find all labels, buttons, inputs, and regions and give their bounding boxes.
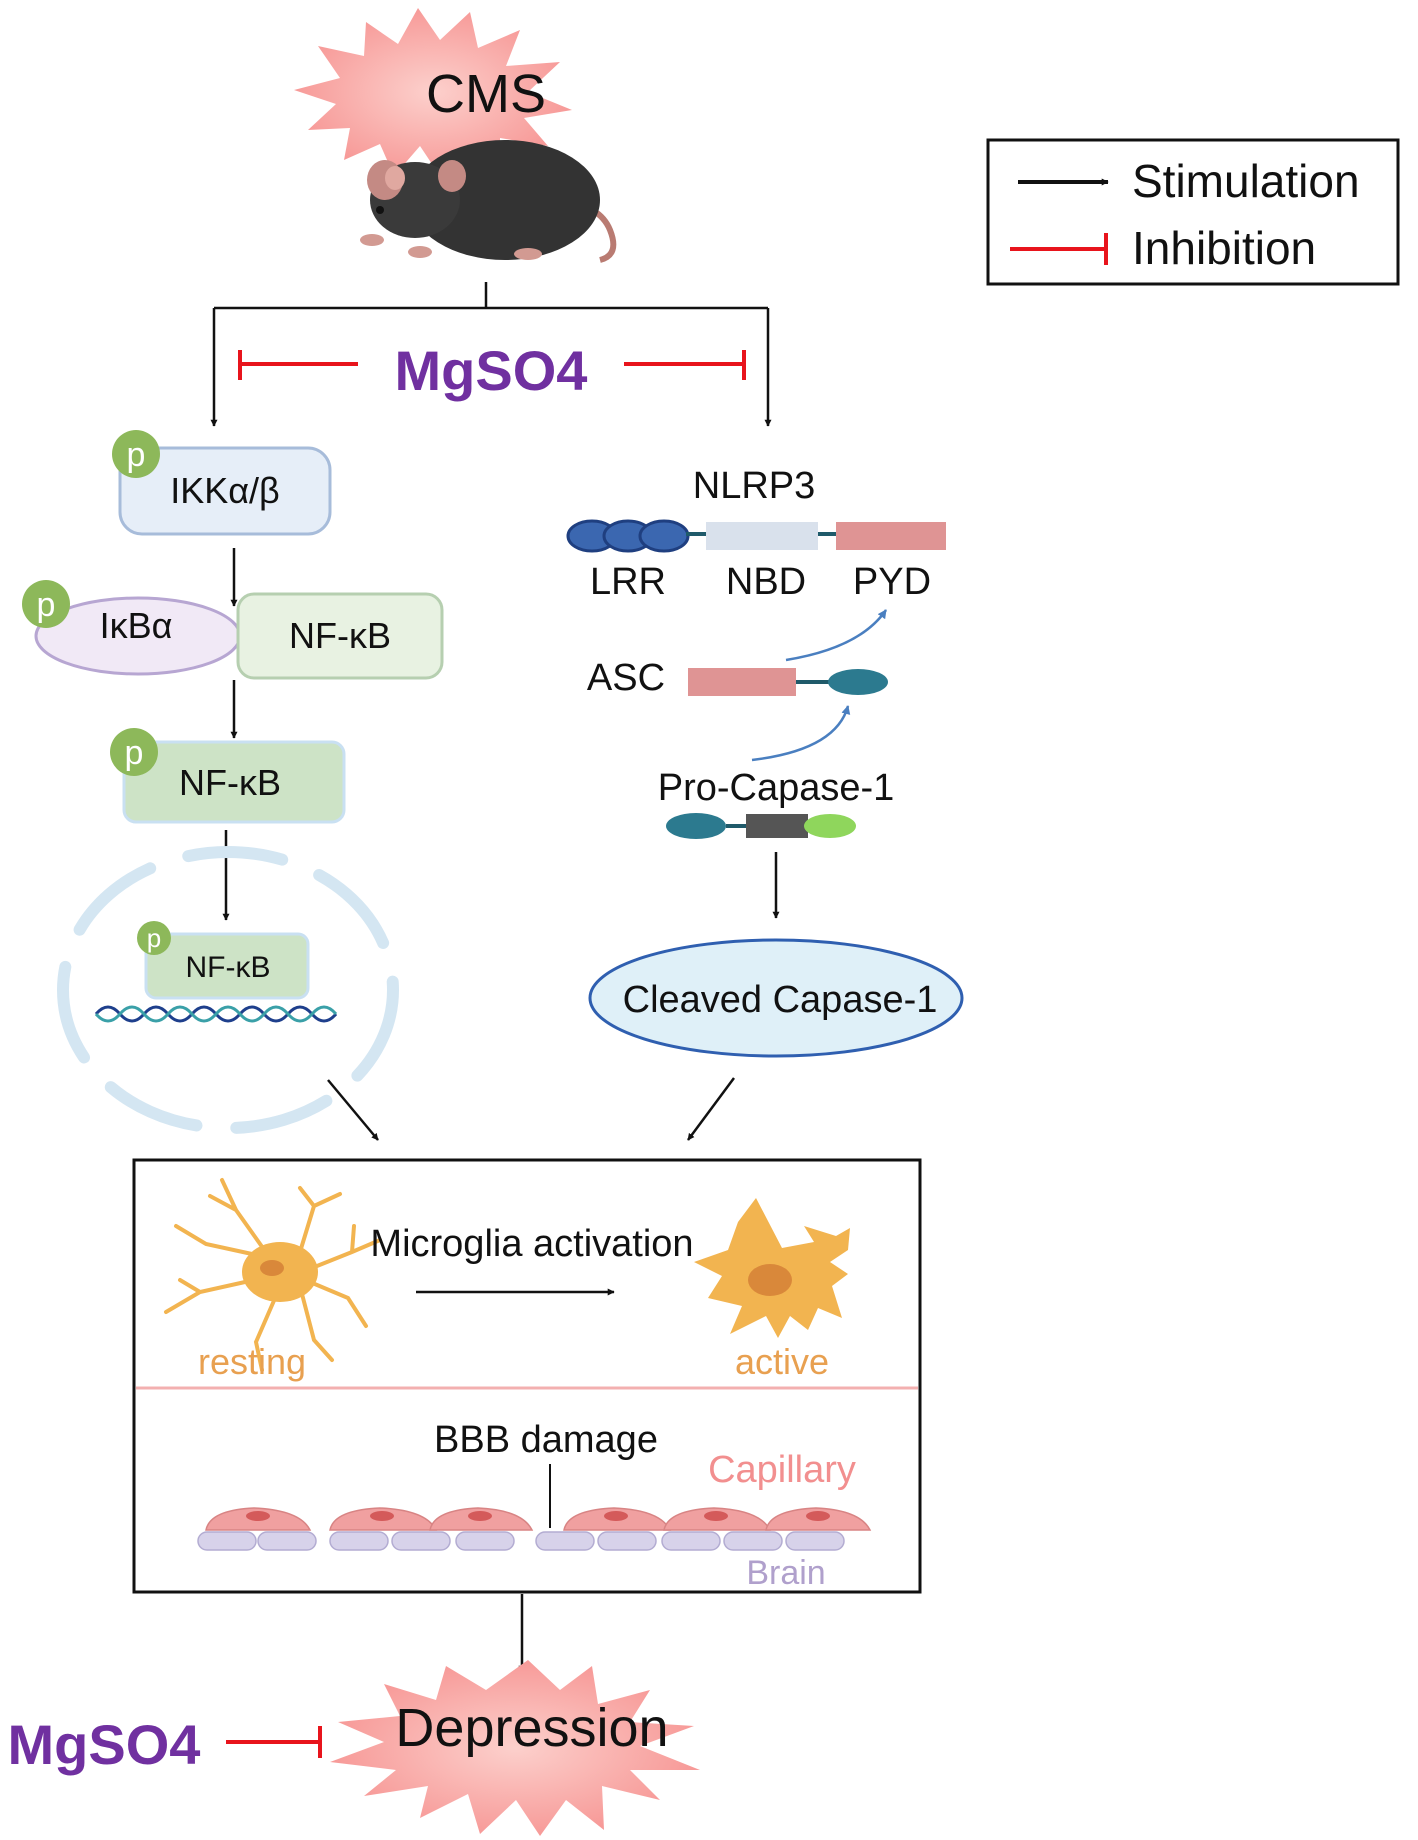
depression-burst-shape bbox=[330, 1660, 700, 1836]
mgso4-bottom-label: MgSO4 bbox=[8, 1713, 201, 1776]
asc-label: ASC bbox=[587, 657, 665, 699]
nlrp3-protein bbox=[566, 519, 946, 553]
legend-box bbox=[986, 138, 1400, 286]
legend-stimulation-label: Stimulation bbox=[1132, 155, 1360, 207]
cms-burst-shape bbox=[294, 8, 572, 176]
nfkb-phospho-box bbox=[122, 740, 346, 824]
nucleus-membrane bbox=[57, 846, 399, 1134]
nfkb-nuclear-badge bbox=[137, 921, 171, 955]
ikk-phospho-badge bbox=[112, 430, 160, 478]
cms-burst: CMS bbox=[294, 8, 572, 176]
nfkb-complex-label: NF-κB bbox=[289, 615, 391, 656]
capillary-label: Capillary bbox=[708, 1449, 856, 1491]
depression-label: Depression bbox=[395, 1698, 668, 1758]
mouse-icon bbox=[360, 140, 617, 263]
depression-burst: Depression bbox=[330, 1660, 700, 1836]
nfkb-phospho-badge bbox=[110, 728, 158, 776]
microglia-activation-label: Microglia activation bbox=[370, 1223, 693, 1265]
asc-to-pyd-arrow bbox=[785, 609, 888, 662]
pyd-label: PYD bbox=[853, 561, 931, 603]
bottom-drug: MgSO4 bbox=[8, 1713, 322, 1776]
outcome-box: Microglia activation resting active BBB … bbox=[132, 1158, 922, 1594]
ikba-label: IκBα bbox=[100, 605, 173, 646]
pro-caspase-protein bbox=[666, 813, 856, 839]
ikba-phospho-label: p bbox=[37, 586, 56, 624]
cleaved-caspase-oval bbox=[588, 938, 964, 1058]
left-pathway: p IKKα/β p IκBα NF-κB p NF-κB p NF-κB bbox=[22, 430, 444, 1134]
active-label: active bbox=[735, 1341, 829, 1382]
mgso4-top-label: MgSO4 bbox=[395, 339, 588, 402]
brain-cells bbox=[197, 1531, 845, 1551]
pro-caspase-label: Pro-Capase-1 bbox=[658, 767, 895, 809]
resting-microglia-icon bbox=[164, 1178, 382, 1372]
nfkb-nuclear-badge-label: p bbox=[147, 923, 161, 953]
nbd-label: NBD bbox=[726, 561, 806, 603]
cms-label: CMS bbox=[426, 64, 546, 124]
bbb-damage-label: BBB damage bbox=[434, 1419, 658, 1461]
active-microglia-nucleus bbox=[748, 1264, 792, 1296]
ikk-phospho-label: p bbox=[127, 436, 146, 474]
procaspase-to-asc-arrow bbox=[751, 705, 851, 762]
branch-arrows bbox=[210, 282, 772, 427]
ikba-phospho-badge bbox=[22, 580, 70, 628]
legend: Stimulation Inhibition bbox=[986, 138, 1400, 286]
nfkb-complex-box bbox=[236, 592, 444, 680]
nfkb-phospho-label: NF-κB bbox=[179, 762, 281, 803]
nlrp3-label: NLRP3 bbox=[693, 465, 816, 507]
arrow-left-to-outcome bbox=[327, 1079, 379, 1141]
asc-protein bbox=[688, 668, 888, 696]
arrow-right-to-outcome bbox=[686, 1077, 736, 1141]
nfkb-nuclear-label: NF-κB bbox=[186, 951, 271, 984]
nfkb-phospho-badge-label: p bbox=[125, 734, 144, 772]
dna-icon bbox=[94, 1005, 338, 1023]
ikk-label: IKKα/β bbox=[170, 470, 280, 511]
ikk-box bbox=[118, 446, 332, 536]
cleaved-caspase-label: Cleaved Capase-1 bbox=[623, 979, 938, 1021]
nfkb-nuclear-box bbox=[144, 932, 310, 1000]
lrr-label: LRR bbox=[590, 561, 666, 603]
legend-inhibition-label: Inhibition bbox=[1132, 222, 1316, 274]
capillary-nuclei bbox=[246, 1511, 830, 1521]
right-pathway: NLRP3 LRR NBD PYD ASC Pro-Capase-1 bbox=[566, 465, 964, 1058]
top-drug: MgSO4 bbox=[238, 339, 746, 402]
resting-label: resting bbox=[198, 1341, 306, 1382]
capillary-cells bbox=[205, 1507, 872, 1531]
brain-label: Brain bbox=[746, 1554, 825, 1592]
